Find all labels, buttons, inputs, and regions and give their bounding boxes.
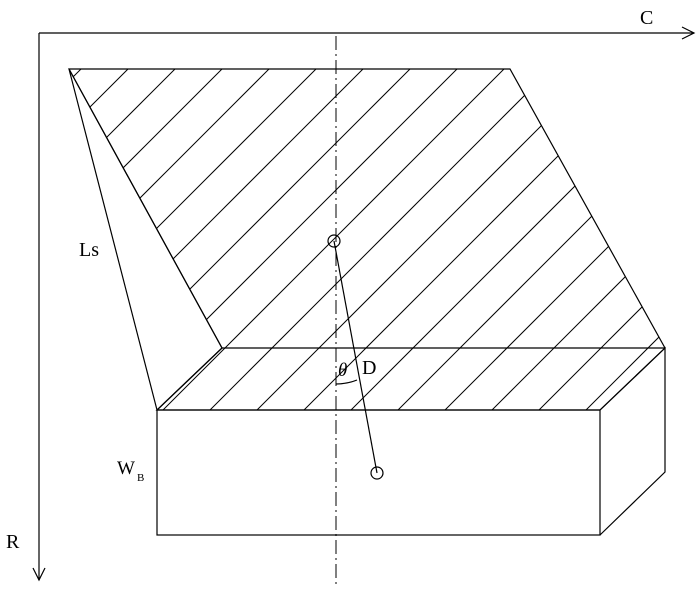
hatch-line — [207, 69, 665, 410]
lower-centroid-marker — [370, 466, 384, 480]
c-axis-label: C — [640, 7, 653, 29]
wb-label-main: W — [117, 458, 135, 479]
theta-label: θ — [338, 360, 347, 381]
hatch-line — [69, 69, 480, 410]
d-segment — [333, 240, 378, 474]
hatch-line — [113, 69, 665, 410]
hatch-line — [348, 69, 665, 410]
hatch-line — [489, 69, 665, 410]
hatch-line — [301, 69, 665, 410]
r-axis-arrowhead — [32, 567, 46, 582]
hatch-line — [69, 69, 574, 410]
hatch-line — [69, 69, 527, 410]
r-axis-label: R — [6, 531, 20, 553]
d-label: D — [362, 357, 376, 379]
hatch-line — [69, 69, 245, 410]
wb-box-front — [156, 409, 601, 536]
c-axis-arrowhead — [681, 26, 696, 40]
hatch-line — [160, 69, 665, 410]
wb-box-side — [599, 346, 666, 536]
hatch-line — [69, 69, 433, 410]
upper-centroid-marker — [327, 234, 341, 248]
wb-label-subscript: B — [137, 472, 144, 484]
hatch-line — [69, 69, 198, 410]
hatch-line — [69, 69, 292, 410]
hatch-line — [442, 69, 665, 410]
hatch-line — [254, 69, 665, 410]
hatch-line — [395, 69, 665, 410]
hatch-line — [69, 69, 621, 410]
theta-arc — [335, 379, 358, 385]
hatch-line — [69, 69, 339, 410]
ls-triangle — [68, 68, 223, 412]
ls-label: Ls — [79, 239, 99, 261]
